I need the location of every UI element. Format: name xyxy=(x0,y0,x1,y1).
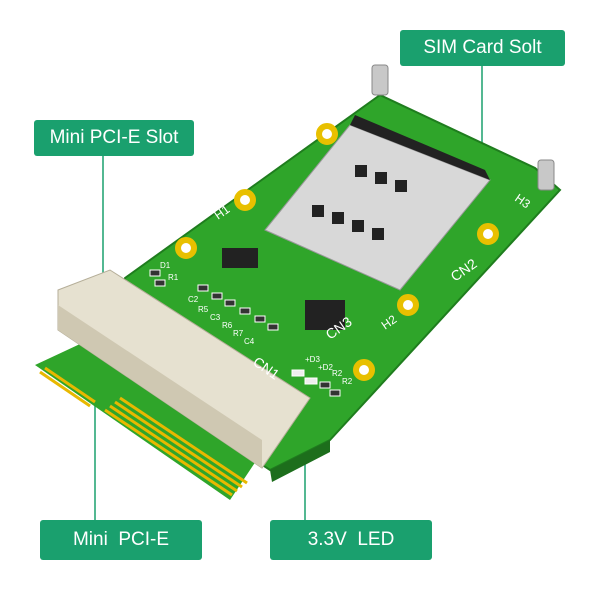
silk-c3: C3 xyxy=(210,313,221,322)
silk-r6: R6 xyxy=(222,321,233,330)
sim-clip-right xyxy=(305,300,345,330)
silk-r2a: R2 xyxy=(332,369,343,378)
silk-r7: R7 xyxy=(233,329,244,338)
silk-d1: D1 xyxy=(160,261,171,270)
silk-r5: R5 xyxy=(198,305,209,314)
silk-r1: R1 xyxy=(168,273,179,282)
smd-components xyxy=(149,269,341,397)
callout-mini-pcie-slot: Mini PCI-E Slot xyxy=(34,120,194,156)
callout-mini-pcie: Mini PCI-E xyxy=(40,520,202,560)
silk-c2: C2 xyxy=(188,295,199,304)
silk-d2: +D2 xyxy=(318,363,333,372)
sim-contacts xyxy=(312,165,407,240)
silk-r2b: R2 xyxy=(342,377,353,386)
callout-led: 3.3V LED xyxy=(270,520,432,560)
gold-fingers xyxy=(39,366,248,497)
mounting-holes xyxy=(175,123,499,381)
sim-clip-left xyxy=(222,248,258,268)
standoffs xyxy=(371,64,555,191)
silk-c4: C4 xyxy=(244,337,255,346)
silk-d3: +D3 xyxy=(305,355,320,364)
callout-sim-card-slot: SIM Card Solt xyxy=(400,30,565,66)
